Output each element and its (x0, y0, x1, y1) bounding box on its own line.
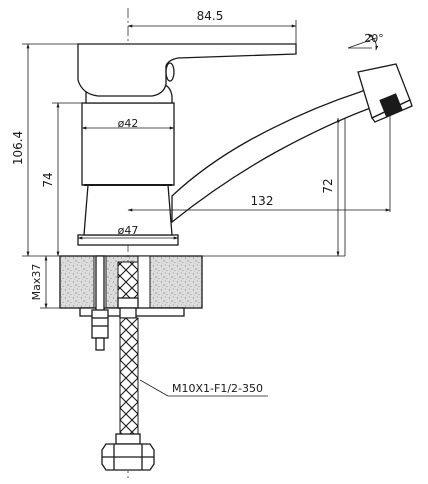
hose-spec-label: M10X1-F1/2-350 (172, 382, 263, 395)
dim-body-upper-diameter: ø42 (118, 117, 139, 130)
extension-lines (22, 20, 391, 309)
spout (171, 63, 413, 224)
handle (77, 43, 297, 97)
dim-spray-angle: 20° (364, 32, 384, 45)
dim-body-height: 74 (41, 172, 55, 187)
dim-spout-height: 72 (321, 178, 335, 193)
dim-handle-reach: 84.5 (197, 9, 224, 23)
dim-spout-reach: 132 (251, 194, 274, 208)
dim-total-height: 106.4 (11, 131, 25, 165)
hose-leader-line (139, 379, 169, 397)
under-counter-parts (91, 255, 155, 471)
dimension-lines (26, 24, 391, 309)
dim-base-diameter: ø47 (118, 224, 139, 237)
dim-max-counter-thickness: Max37 (30, 264, 43, 301)
